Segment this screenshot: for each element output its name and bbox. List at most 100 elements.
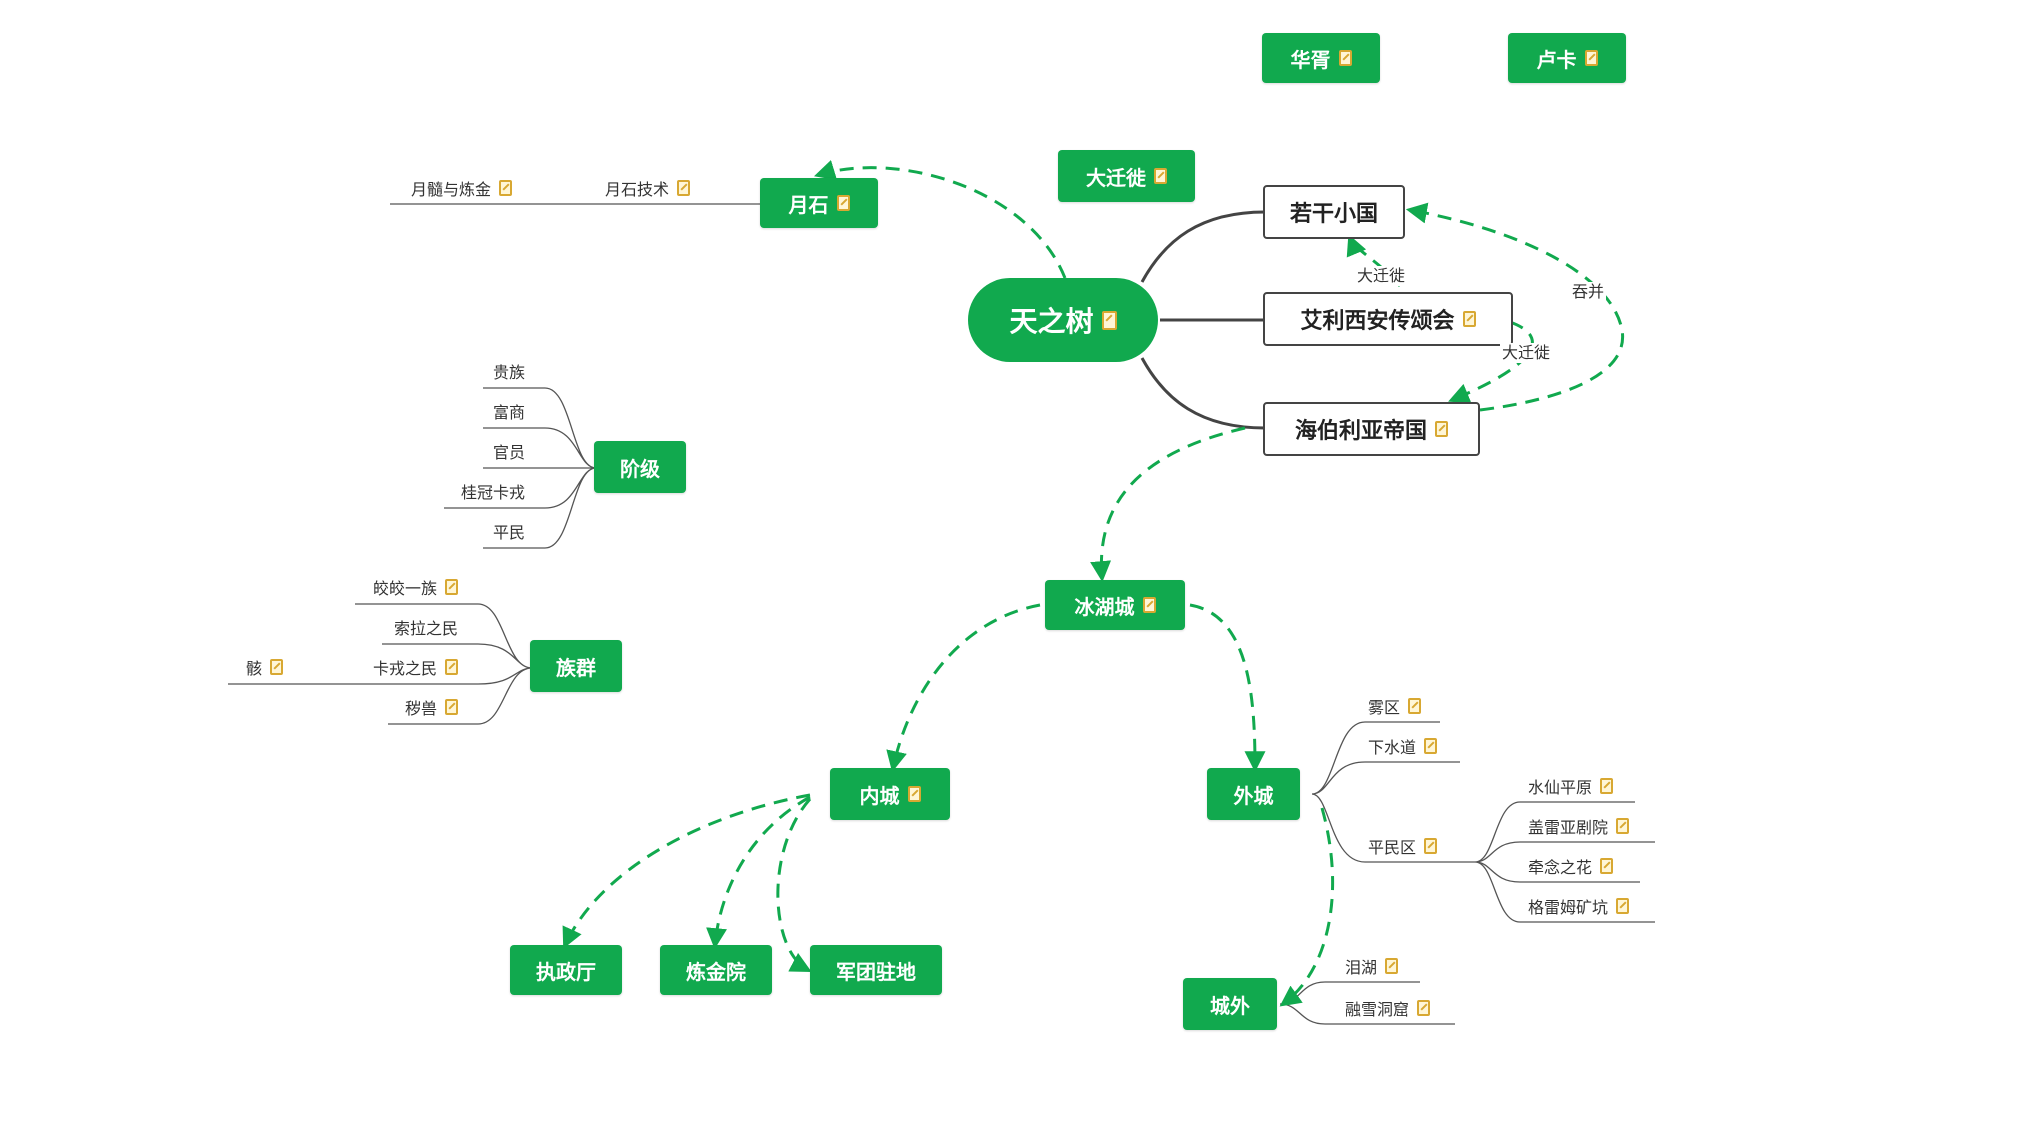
node-label: 海伯利亚帝国 bbox=[1294, 419, 1427, 444]
leaf-label: 格雷姆矿坑 bbox=[1528, 898, 1609, 917]
note-icon[interactable] bbox=[1616, 898, 1630, 914]
leaf-xiashuidao[interactable]: 下水道 bbox=[1368, 734, 1438, 758]
leaf-label: 泪湖 bbox=[1345, 958, 1378, 977]
note-icon[interactable] bbox=[1424, 838, 1438, 854]
node-zuqun[interactable]: 族群 bbox=[530, 640, 622, 692]
leaf-label: 官员 bbox=[492, 443, 525, 462]
node-daqianxi[interactable]: 大迁徙 bbox=[1058, 150, 1195, 202]
leaf-qiannian[interactable]: 牵念之花 bbox=[1528, 854, 1614, 878]
branch-root-haiboli bbox=[1140, 357, 1266, 430]
leaf-label: 融雪洞窟 bbox=[1345, 1000, 1410, 1019]
note-icon[interactable] bbox=[836, 195, 850, 211]
note-icon[interactable] bbox=[907, 786, 921, 802]
note-icon[interactable] bbox=[1417, 1000, 1431, 1016]
leaf-fushang[interactable]: 富商 bbox=[440, 399, 525, 423]
root-node-tianzhishu[interactable]: 天之树 bbox=[968, 278, 1158, 362]
node-label: 内城 bbox=[859, 783, 900, 808]
note-icon[interactable] bbox=[1338, 50, 1352, 66]
node-label: 阶级 bbox=[620, 456, 660, 481]
leaf-rongxue[interactable]: 融雪洞窟 bbox=[1345, 996, 1431, 1020]
leaf-label: 桂冠卡戎 bbox=[460, 483, 525, 502]
note-icon[interactable] bbox=[1616, 818, 1630, 834]
relation-binghu-neicheng bbox=[886, 603, 1041, 773]
node-lianjin[interactable]: 炼金院 bbox=[660, 945, 772, 995]
node-zhizheng[interactable]: 执政厅 bbox=[510, 945, 622, 995]
leaf-lines-jieji bbox=[444, 387, 597, 549]
leaf-geleimu[interactable]: 格雷姆矿坑 bbox=[1528, 894, 1630, 918]
node-huaxu[interactable]: 华胥 bbox=[1262, 33, 1380, 83]
note-icon[interactable] bbox=[1600, 858, 1614, 874]
leaf-label: 卡戎之民 bbox=[372, 659, 437, 678]
node-label: 外城 bbox=[1233, 783, 1274, 808]
node-label: 艾利西安传颂会 bbox=[1300, 309, 1455, 334]
relation-binghu-waicheng bbox=[1189, 603, 1266, 773]
note-icon[interactable] bbox=[1600, 778, 1614, 794]
leaf-pingmin[interactable]: 平民 bbox=[440, 519, 525, 543]
leaf-label: 富商 bbox=[492, 403, 525, 422]
node-ailixian[interactable]: 艾利西安传颂会 bbox=[1263, 292, 1513, 346]
note-icon[interactable] bbox=[270, 659, 283, 675]
leaf-karong[interactable]: 卡戎之民 bbox=[340, 655, 458, 679]
leaf-suola[interactable]: 索拉之民 bbox=[360, 615, 458, 639]
node-waicheng[interactable]: 外城 bbox=[1207, 768, 1300, 820]
node-chengwai[interactable]: 城外 bbox=[1183, 978, 1277, 1030]
note-icon[interactable] bbox=[1101, 310, 1117, 330]
relation-neicheng-lianjin bbox=[706, 795, 811, 950]
node-jieji[interactable]: 阶级 bbox=[594, 441, 686, 493]
leaf-label: 平民区 bbox=[1368, 838, 1417, 857]
note-icon[interactable] bbox=[1435, 421, 1448, 437]
leaf-shuixian[interactable]: 水仙平原 bbox=[1528, 774, 1614, 798]
note-icon[interactable] bbox=[1424, 738, 1438, 754]
note-icon[interactable] bbox=[445, 579, 458, 595]
node-haiboli[interactable]: 海伯利亚帝国 bbox=[1263, 402, 1480, 456]
note-icon[interactable] bbox=[1462, 311, 1476, 327]
leaf-pingminqu[interactable]: 平民区 bbox=[1368, 834, 1438, 858]
note-icon[interactable] bbox=[499, 180, 512, 196]
node-luka[interactable]: 卢卡 bbox=[1508, 33, 1626, 83]
leaf-yueshijishu[interactable]: 月石技术 bbox=[580, 176, 690, 200]
node-binghu[interactable]: 冰湖城 bbox=[1045, 580, 1185, 630]
leaf-leihu[interactable]: 泪湖 bbox=[1345, 954, 1399, 978]
leaf-lines-waicheng bbox=[1311, 721, 1475, 863]
leaf-jiaojiao[interactable]: 皎皎一族 bbox=[340, 575, 458, 599]
note-icon[interactable] bbox=[1408, 698, 1422, 714]
leaf-label: 骸 bbox=[245, 659, 262, 678]
note-icon[interactable] bbox=[445, 699, 458, 715]
note-icon[interactable] bbox=[1584, 50, 1598, 66]
node-label: 军团驻地 bbox=[836, 959, 916, 984]
note-icon[interactable] bbox=[1154, 168, 1167, 184]
note-icon[interactable] bbox=[1142, 597, 1156, 613]
leaf-label: 秽兽 bbox=[404, 699, 437, 718]
node-yueshi[interactable]: 月石 bbox=[760, 178, 878, 228]
leaf-guanyuan[interactable]: 官员 bbox=[440, 439, 525, 463]
note-icon[interactable] bbox=[445, 659, 458, 675]
note-icon[interactable] bbox=[1385, 958, 1399, 974]
note-icon[interactable] bbox=[677, 180, 690, 196]
leaf-label: 月髓与炼金 bbox=[410, 180, 491, 199]
node-label: 卢卡 bbox=[1536, 47, 1577, 72]
leaf-guiguan[interactable]: 桂冠卡戎 bbox=[430, 479, 525, 503]
node-ruogan[interactable]: 若干小国 bbox=[1263, 185, 1405, 239]
node-juntuan[interactable]: 军团驻地 bbox=[810, 945, 942, 995]
leaf-hai[interactable]: 骸 bbox=[225, 655, 283, 679]
node-label: 华胥 bbox=[1290, 47, 1331, 72]
leaf-label: 雾区 bbox=[1368, 698, 1401, 717]
leaf-gaileiya[interactable]: 盖雷亚剧院 bbox=[1528, 814, 1630, 838]
leaf-label: 水仙平原 bbox=[1528, 778, 1593, 797]
node-label: 若干小国 bbox=[1289, 202, 1378, 227]
edge-label-migration-2: 大迁徙 bbox=[1500, 343, 1553, 363]
leaf-label: 月石技术 bbox=[604, 180, 669, 199]
relation-haiboli-ruogan bbox=[1405, 202, 1625, 412]
node-label: 执政厅 bbox=[536, 959, 596, 984]
leaf-label: 牵念之花 bbox=[1528, 858, 1593, 877]
leaf-lines-zuqun bbox=[228, 603, 533, 725]
node-neicheng[interactable]: 内城 bbox=[830, 768, 950, 820]
leaf-label: 下水道 bbox=[1368, 738, 1417, 757]
leaf-yuesui[interactable]: 月髓与炼金 bbox=[390, 176, 512, 200]
leaf-label: 索拉之民 bbox=[393, 619, 458, 638]
leaf-guizu[interactable]: 贵族 bbox=[440, 359, 525, 383]
leaf-wuqu[interactable]: 雾区 bbox=[1368, 694, 1422, 718]
leaf-moshou[interactable]: 秽兽 bbox=[370, 695, 458, 719]
